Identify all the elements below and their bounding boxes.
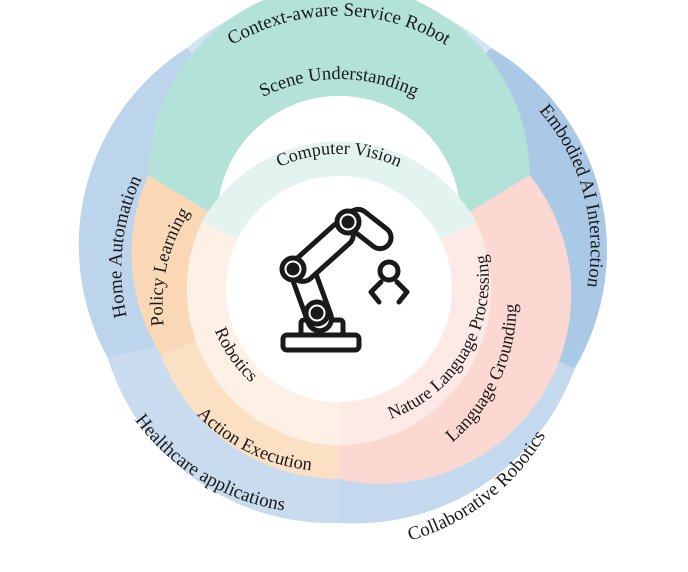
middle-segment-scene-understanding (148, 0, 530, 218)
inner-segment-robotics (186, 222, 342, 446)
robot-arm-icon (279, 206, 410, 353)
middle-segment-language-grounding (339, 175, 572, 484)
inner-segment-nlp (341, 222, 492, 446)
center-disc (226, 176, 452, 402)
inner-ring (186, 141, 492, 446)
inner-segment-computer-vision (201, 141, 477, 241)
